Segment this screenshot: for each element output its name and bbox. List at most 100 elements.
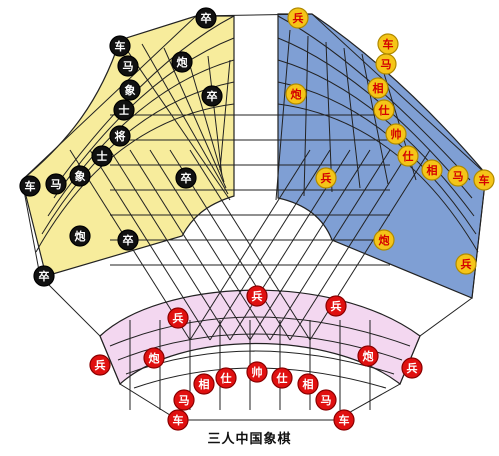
black-pao-low-label: 炮 — [75, 229, 86, 243]
gold-xiang-top-piece[interactable]: 相 — [367, 77, 389, 99]
red-bing-r1-label: 兵 — [331, 299, 342, 313]
grid-line — [129, 149, 251, 341]
gold-ma-low-piece[interactable]: 马 — [447, 165, 469, 187]
red-bing-l1-piece[interactable]: 兵 — [89, 354, 111, 376]
black-xiang-top-piece[interactable]: 象 — [119, 79, 141, 101]
red-bing-top-label: 兵 — [252, 289, 263, 303]
gold-pao-top-disc — [285, 83, 307, 105]
red-ma-l-disc — [173, 389, 195, 411]
gold-bing-mid-label: 兵 — [321, 171, 332, 185]
gold-pao-low-label: 炮 — [379, 233, 390, 247]
gold-pao-top-piece[interactable]: 炮 — [285, 83, 307, 105]
red-bing-r2-piece[interactable]: 兵 — [401, 357, 423, 379]
black-che-low-piece[interactable]: 车 — [19, 175, 41, 197]
red-ma-r-piece[interactable]: 马 — [315, 389, 337, 411]
gold-ma-low-disc — [447, 165, 469, 187]
black-ma-top-disc — [117, 55, 139, 77]
gold-shuai-piece[interactable]: 帅 — [385, 123, 407, 145]
gold-che-low-piece[interactable]: 车 — [473, 169, 495, 191]
gold-che-top-label: 车 — [383, 37, 394, 51]
black-pao-low-piece[interactable]: 炮 — [69, 225, 91, 247]
red-bing-r1-piece[interactable]: 兵 — [325, 295, 347, 317]
black-che-top-piece[interactable]: 车 — [109, 35, 131, 57]
gold-bing-mid-piece[interactable]: 兵 — [315, 167, 337, 189]
black-pao-top-piece[interactable]: 炮 — [171, 51, 193, 73]
gold-ma-low-label: 马 — [453, 170, 464, 183]
black-xiang-low-disc — [69, 165, 91, 187]
red-shi-l-label: 仕 — [220, 371, 232, 385]
black-shi-low-label: 士 — [97, 149, 108, 163]
red-ma-l-piece[interactable]: 马 — [173, 389, 195, 411]
red-che-r-disc — [333, 409, 355, 431]
black-zu-2-disc — [201, 85, 223, 107]
gold-che-top-piece[interactable]: 车 — [377, 33, 399, 55]
gold-bing-mid-disc — [315, 167, 337, 189]
red-che-l-piece[interactable]: 车 — [167, 409, 189, 431]
black-zu-1-piece[interactable]: 卒 — [195, 7, 217, 29]
grid-arc — [59, 15, 235, 181]
red-che-r-piece[interactable]: 车 — [333, 409, 355, 431]
grid-line — [149, 149, 271, 341]
gold-bing-top-piece[interactable]: 兵 — [287, 7, 309, 29]
gold-bing-bot-disc — [455, 253, 477, 275]
grid-arc — [277, 81, 477, 235]
red-shuai-piece[interactable]: 帅 — [246, 361, 268, 383]
black-zu-4-label: 卒 — [123, 233, 134, 247]
black-zu-2-label: 卒 — [207, 89, 218, 103]
grid-line — [141, 43, 229, 195]
red-bing-l1-label: 兵 — [95, 358, 106, 372]
red-pao-r-piece[interactable]: 炮 — [357, 345, 379, 367]
red-pao-l-piece[interactable]: 炮 — [143, 347, 165, 369]
black-zu-4-disc — [117, 229, 139, 251]
grid-line — [325, 41, 333, 193]
red-xiang-r-disc — [297, 373, 319, 395]
gold-pao-low-disc — [373, 229, 395, 251]
red-xiang-r-label: 相 — [303, 377, 314, 391]
gold-xiang-low-piece[interactable]: 相 — [421, 159, 443, 181]
black-zu-3-piece[interactable]: 卒 — [175, 167, 197, 189]
red-xiang-l-piece[interactable]: 相 — [193, 373, 215, 395]
black-xiang-top-disc — [119, 79, 141, 101]
red-shi-r-piece[interactable]: 仕 — [271, 367, 293, 389]
gold-shi-low-piece[interactable]: 仕 — [397, 145, 419, 167]
black-xiang-top-label: 象 — [125, 83, 136, 97]
red-pao-l-label: 炮 — [149, 351, 160, 365]
red-bing-l2-disc — [167, 307, 189, 329]
red-shi-r-label: 仕 — [276, 371, 288, 385]
red-shuai-disc — [246, 361, 268, 383]
black-zu-4-piece[interactable]: 卒 — [117, 229, 139, 251]
red-bing-l1-disc — [89, 354, 111, 376]
gold-shi-top-label: 仕 — [378, 103, 390, 117]
black-ma-top-piece[interactable]: 马 — [117, 55, 139, 77]
red-bing-l2-piece[interactable]: 兵 — [167, 307, 189, 329]
red-che-l-disc — [167, 409, 189, 431]
gold-bing-top-label: 兵 — [293, 11, 304, 25]
gold-shi-top-piece[interactable]: 仕 — [373, 99, 395, 121]
red-xiang-r-piece[interactable]: 相 — [297, 373, 319, 395]
grid-line — [361, 53, 389, 185]
gold-che-low-disc — [473, 169, 495, 191]
black-che-low-disc — [19, 175, 41, 197]
gold-pao-low-piece[interactable]: 炮 — [373, 229, 395, 251]
red-bing-r2-disc — [401, 357, 423, 379]
red-xiang-l-label: 相 — [199, 377, 210, 391]
black-shi-low-piece[interactable]: 士 — [91, 145, 113, 167]
red-che-l-label: 车 — [173, 413, 184, 427]
gold-ma-top-piece[interactable]: 马 — [375, 53, 397, 75]
black-zu-2-piece[interactable]: 卒 — [201, 85, 223, 107]
black-shi-top-piece[interactable]: 士 — [113, 99, 135, 121]
black-zu-5-piece[interactable]: 卒 — [33, 265, 55, 287]
black-jiang-piece[interactable]: 将 — [109, 125, 131, 147]
red-pao-l-disc — [143, 347, 165, 369]
red-shuai-label: 帅 — [252, 365, 263, 379]
gold-bing-bot-piece[interactable]: 兵 — [455, 253, 477, 275]
black-ma-low-piece[interactable]: 马 — [45, 173, 67, 195]
red-shi-l-piece[interactable]: 仕 — [215, 367, 237, 389]
pieces-layer: 车马象士将士象马车炮炮卒卒卒卒卒兵车马相仕帅仕相马车炮炮兵兵兵兵兵兵兵炮炮车马相… — [19, 7, 495, 431]
black-zu-3-label: 卒 — [181, 171, 192, 185]
grid-line — [303, 35, 309, 197]
red-bing-top-piece[interactable]: 兵 — [246, 285, 268, 307]
black-zu-1-label: 卒 — [201, 11, 212, 25]
black-xiang-low-piece[interactable]: 象 — [69, 165, 91, 187]
black-che-low-label: 车 — [25, 179, 36, 193]
